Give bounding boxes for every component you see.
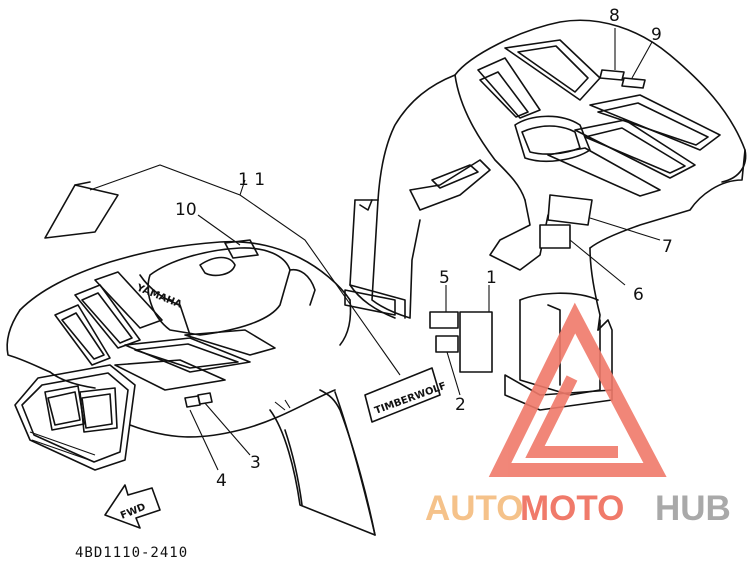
watermark-word-2: MOTO [520, 489, 624, 528]
callout-4: 4 [216, 471, 227, 491]
rear-fender [344, 19, 747, 411]
callout-7: 7 [662, 237, 673, 257]
callouts: 1 2 3 4 5 6 7 8 9 10 1 1 [175, 6, 673, 491]
watermark-word-1: AUTO [425, 489, 524, 528]
part-number: 4BD1110-2410 [75, 545, 188, 561]
callout-8: 8 [609, 6, 620, 26]
decal-3 [197, 392, 213, 405]
callout-10: 10 [175, 200, 197, 220]
decal-5 [429, 311, 459, 329]
callout-1: 1 [486, 268, 497, 288]
decal-side-model [364, 367, 441, 423]
leader-lines [89, 28, 661, 471]
decal-6 [539, 224, 571, 249]
callout-6: 6 [633, 285, 644, 305]
decal-8 [599, 69, 625, 81]
decal-flag-11 [44, 181, 119, 239]
callout-9: 9 [651, 25, 662, 45]
watermark-wordmark: AUTO MOTO HUB [425, 489, 731, 528]
decal-2 [435, 335, 459, 353]
callout-2: 2 [455, 395, 466, 415]
watermark-word-3: HUB [655, 489, 731, 528]
decal-1 [459, 311, 493, 373]
callout-3: 3 [250, 453, 261, 473]
decal-9 [621, 77, 646, 89]
front-fender [6, 239, 376, 536]
fwd-arrow: FWD [104, 484, 161, 529]
decal-7 [547, 194, 593, 226]
decals [184, 69, 646, 423]
decal-4 [184, 395, 201, 408]
callout-5: 5 [439, 268, 450, 288]
callout-11: 1 1 [238, 170, 265, 190]
watermark-logo [488, 302, 667, 477]
